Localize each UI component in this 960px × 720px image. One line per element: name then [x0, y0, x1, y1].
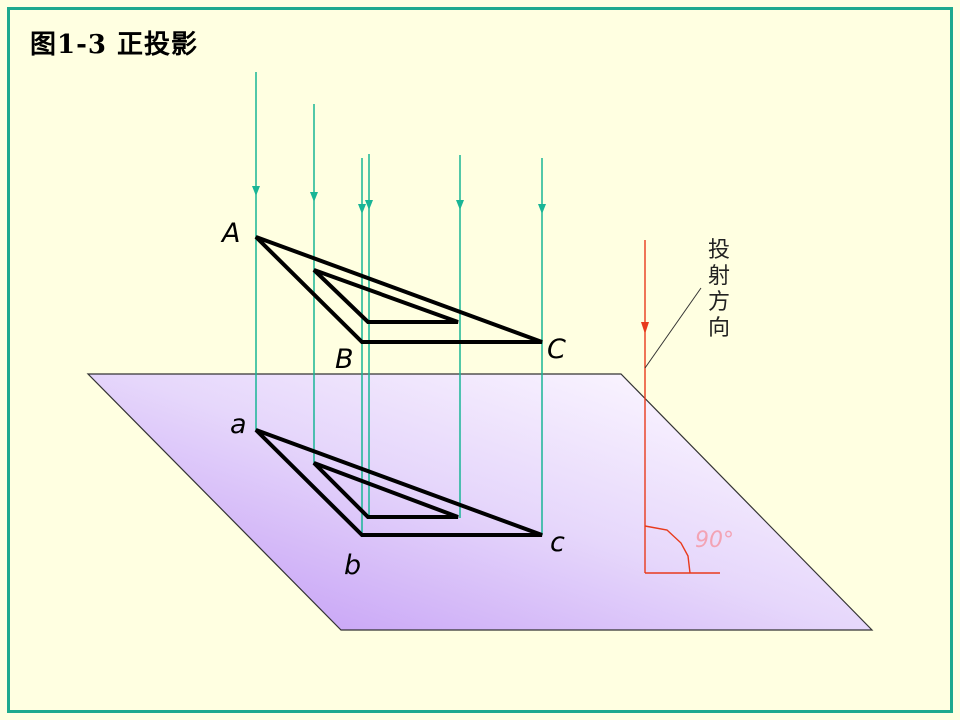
angle-arc [644, 525, 691, 574]
direction-char: 射 [708, 264, 730, 289]
label-B: B [335, 344, 354, 375]
triangle-abc [254, 428, 543, 537]
projection-rays [252, 72, 546, 535]
direction-char: 向 [708, 316, 730, 341]
direction-arrow-head [641, 322, 649, 334]
projection-ray-arrow [252, 186, 260, 196]
triangle-abc-outer [254, 428, 543, 537]
label-a: a [230, 409, 247, 440]
direction-char: 方 [708, 290, 730, 315]
direction-label: 投 射 方 向 [708, 238, 730, 341]
projection-ray-arrow [456, 200, 464, 210]
projection-ray-arrow [358, 204, 366, 214]
label-b: b [344, 550, 361, 581]
projection-ray-arrow [365, 200, 373, 210]
projection-ray-arrow [310, 192, 318, 202]
projection-ray-arrow [538, 204, 546, 214]
direction-char: 投 [708, 238, 730, 263]
label-c: c [550, 527, 565, 558]
triangle-ABC-inner [312, 268, 459, 324]
direction-arrow [641, 240, 720, 574]
projection-plane [86, 373, 874, 631]
leader-line [644, 287, 702, 369]
label-C: C [547, 334, 566, 365]
page-title: 图1-3 正投影 [30, 30, 199, 60]
angle-label: 90° [695, 528, 734, 553]
triangle-ABC [254, 235, 543, 344]
triangle-ABC-outer [254, 235, 543, 344]
label-A: A [220, 218, 240, 249]
slide-frame [7, 7, 953, 713]
triangle-abc-inner [312, 461, 459, 519]
